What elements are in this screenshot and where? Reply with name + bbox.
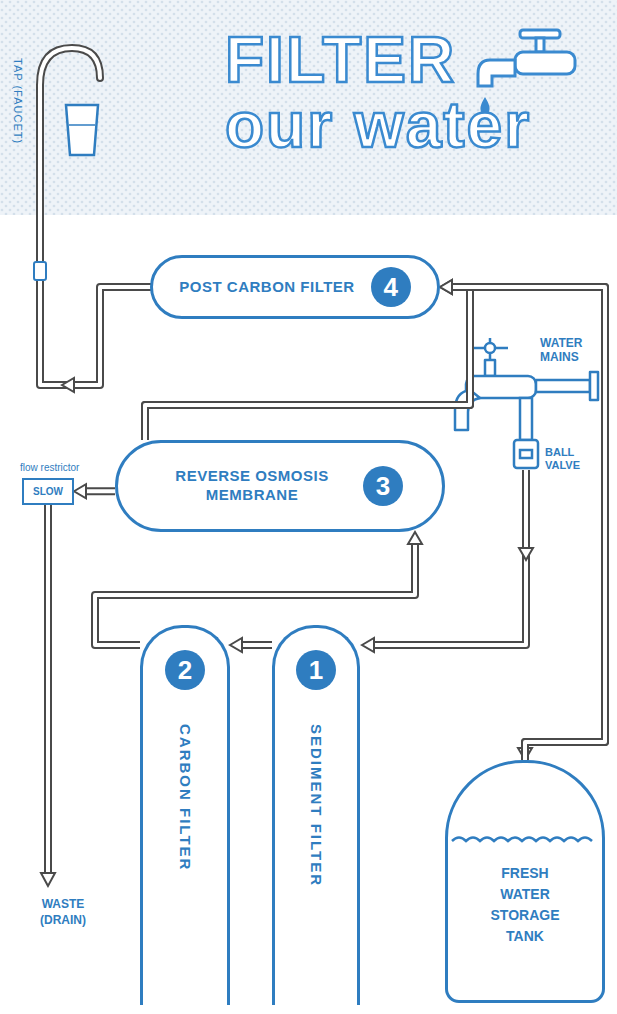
pipe-connector [440,280,605,760]
pipe-line [450,287,605,760]
arrowhead [408,532,422,544]
node-text: SEDIMENT FILTER [308,724,325,887]
title: FILTER our water [225,28,570,159]
tap-lever [34,262,46,280]
pipe-line [84,487,115,495]
filter-cartridge: 2CARBON FILTER [140,625,230,1005]
pipe-line [95,542,415,645]
tap-label: TAP (FAUCET) [12,58,24,144]
drain-label: WASTE (DRAIN) [20,897,106,928]
callout-number: 2 [165,650,205,690]
callout-number: 1 [296,650,336,690]
flow-arrow [519,548,533,560]
pipe-line [240,643,272,647]
pipe-line [450,287,605,760]
node-text: CARBON FILTER [177,724,194,871]
pipe-connector [230,638,272,652]
flow-restrictor: flow restrictorSLOW [22,478,74,505]
node-text: FRESH WATER STORAGE TANK [485,863,565,947]
tap-pipe [40,48,150,385]
flow-arrow [41,873,55,886]
drain-pipe [48,500,49,873]
arrowhead [440,280,452,294]
filter-capsule: POST CARBON FILTER 4 [150,255,440,319]
pipe-line [95,542,415,645]
pipe-line [84,489,115,493]
callout-number: 3 [363,466,403,506]
node-text: POST CARBON FILTER [179,278,354,297]
filter-capsule: REVERSE OSMOSIS MEMBRANE 3 [115,440,445,532]
arrowhead [440,280,452,294]
valve-label: BALL VALVE [545,446,601,472]
flow-arrow [362,638,374,652]
pipe-connector [95,532,422,645]
filter-cartridge: 1SEDIMENT FILTER [272,625,360,1005]
wave-line [452,838,592,842]
ball-valve [514,398,538,468]
glass-water [69,124,95,126]
node-text: SLOW [33,486,63,497]
glass [66,105,98,155]
callout-number: 4 [371,267,411,307]
water-surface [450,831,600,851]
storage-tank: FRESH WATER STORAGE TANK [445,760,605,1003]
pipe-connector [74,484,115,498]
node-text: REVERSE OSMOSIS MEMBRANE [157,467,347,505]
arrowhead [74,484,86,498]
flow-arrow [62,378,74,392]
mains-label: WATER MAINS [540,336,604,365]
arrowhead [230,638,242,652]
pipe-line [240,641,272,649]
node-text: flow restrictor [20,462,79,473]
